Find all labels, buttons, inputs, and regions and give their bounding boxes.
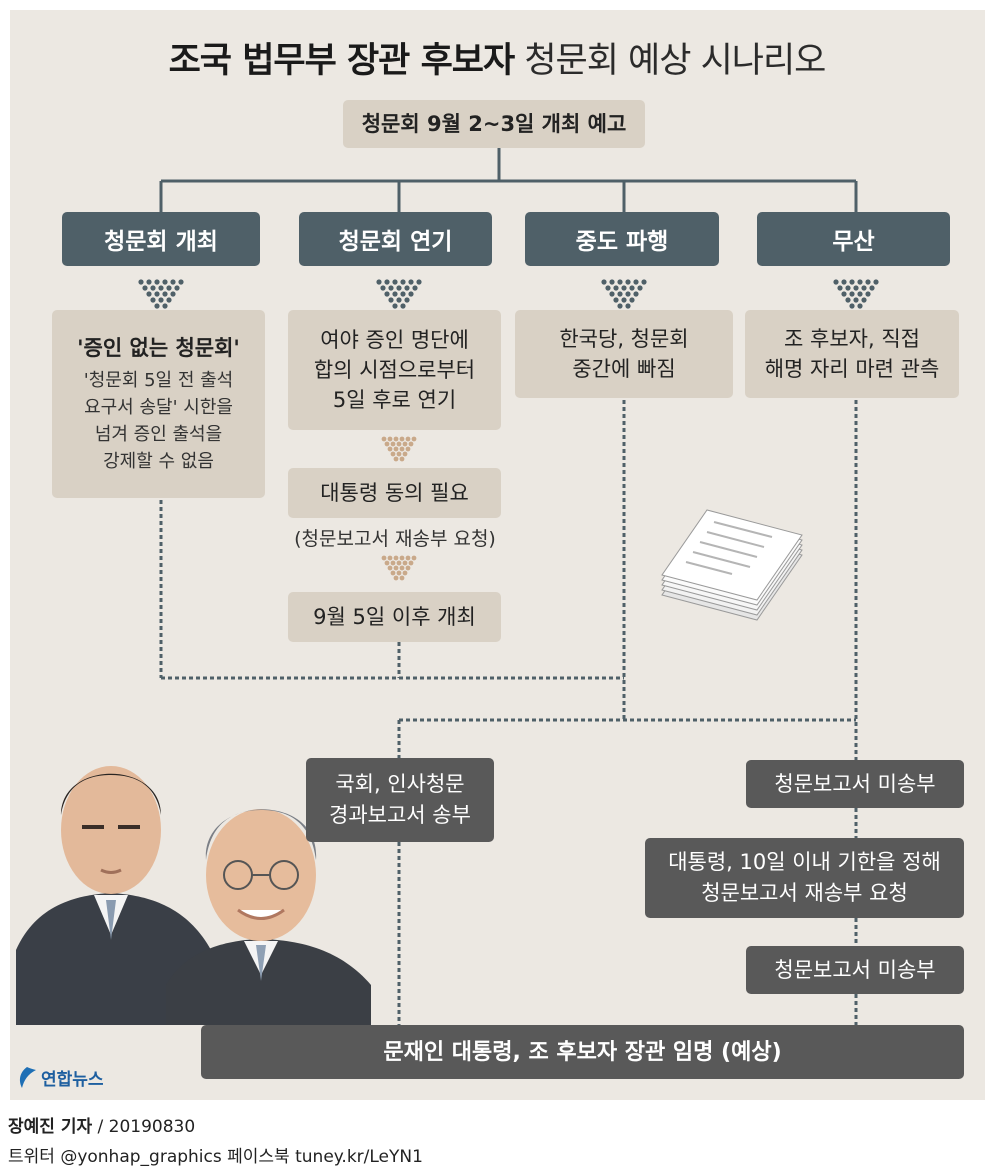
branch-cancelled: 무산 bbox=[757, 212, 950, 266]
detail-line: '청문회 5일 전 출석 bbox=[83, 370, 234, 391]
dot-arrow-icon bbox=[601, 279, 647, 309]
branch-aborted-detail: 한국당, 청문회 중간에 빠짐 bbox=[515, 310, 733, 398]
dot-arrow-icon bbox=[376, 279, 422, 309]
detail-line: 조 후보자, 직접 bbox=[784, 327, 920, 351]
branch-aborted-midway: 중도 파행 bbox=[525, 212, 719, 266]
consent-note: (청문보고서 재송부 요청) bbox=[294, 528, 496, 550]
resend-request-box: 대통령, 10일 이내 기한을 정해 청문보고서 재송부 요청 bbox=[645, 838, 964, 918]
documents-icon bbox=[661, 509, 803, 621]
branch-held-title: '증인 없는 청문회' bbox=[77, 336, 240, 360]
report-not-sent-box-2: 청문보고서 미송부 bbox=[746, 946, 964, 994]
yonhap-logo-icon bbox=[19, 1066, 36, 1088]
page-title: 조국 법무부 장관 후보자 청문회 예상 시나리오 bbox=[0, 32, 994, 83]
logo-text: 연합뉴스 bbox=[41, 1070, 104, 1090]
dot-arrow-icon bbox=[138, 279, 184, 309]
portrait-photos bbox=[16, 766, 371, 1025]
detail-line: 한국당, 청문회 bbox=[559, 327, 689, 351]
held-after-sep5-box: 9월 5일 이후 개최 bbox=[288, 592, 501, 642]
resend-request-line: 청문보고서 재송부 요청 bbox=[701, 881, 908, 905]
detail-line: 5일 후로 연기 bbox=[332, 388, 457, 412]
social-line: 트위터 @yonhap_graphics 페이스북 tuney.kr/LeYN1 bbox=[8, 1147, 423, 1167]
dot-arrow-icon bbox=[833, 279, 879, 309]
detail-line: 해명 자리 마련 관측 bbox=[764, 357, 940, 381]
president-consent-box: 대통령 동의 필요 bbox=[288, 468, 501, 518]
reporter-name: 장예진 기자 bbox=[8, 1117, 93, 1137]
title-bold: 조국 법무부 장관 후보자 bbox=[168, 41, 516, 81]
detail-line: 요구서 송달' 시한을 bbox=[84, 397, 233, 418]
branch-delayed: 청문회 연기 bbox=[299, 212, 492, 266]
branch-cancelled-detail: 조 후보자, 직접 해명 자리 마련 관측 bbox=[745, 310, 959, 398]
branch-delayed-detail: 여야 증인 명단에 합의 시점으로부터 5일 후로 연기 bbox=[288, 310, 501, 430]
title-light: 청문회 예상 시나리오 bbox=[524, 41, 826, 81]
report-sent-line: 경과보고서 송부 bbox=[329, 803, 471, 827]
detail-line: 넘겨 증인 출석을 bbox=[94, 424, 223, 445]
detail-line: 합의 시점으로부터 bbox=[313, 358, 476, 382]
small-dot-arrow-icon bbox=[381, 436, 417, 462]
report-not-sent-box-1: 청문보고서 미송부 bbox=[746, 760, 964, 808]
detail-line: 강제할 수 없음 bbox=[103, 451, 214, 472]
report-sent-line: 국회, 인사청문 bbox=[335, 772, 465, 796]
portrait-candidate bbox=[16, 766, 211, 1025]
branch-held-detail: '증인 없는 청문회' '청문회 5일 전 출석 요구서 송달' 시한을 넘겨 … bbox=[52, 310, 265, 498]
final-appointment-box: 문재인 대통령, 조 후보자 장관 임명 (예상) bbox=[201, 1025, 964, 1079]
report-sent-box: 국회, 인사청문 경과보고서 송부 bbox=[306, 758, 494, 842]
detail-line: 여야 증인 명단에 bbox=[320, 328, 469, 352]
credit-line: 장예진 기자 / 20190830 bbox=[8, 1112, 195, 1137]
detail-line: 중간에 빠짐 bbox=[572, 357, 676, 381]
branch-held: 청문회 개최 bbox=[62, 212, 260, 266]
resend-request-line: 대통령, 10일 이내 기한을 정해 bbox=[668, 850, 941, 874]
credit-date: / 20190830 bbox=[97, 1117, 196, 1137]
small-dot-arrow-icon bbox=[381, 555, 417, 581]
yonhap-logo: 연합뉴스 bbox=[16, 1065, 104, 1090]
announcement-box: 청문회 9월 2~3일 개최 예고 bbox=[343, 100, 645, 148]
portrait-president bbox=[166, 809, 371, 1025]
